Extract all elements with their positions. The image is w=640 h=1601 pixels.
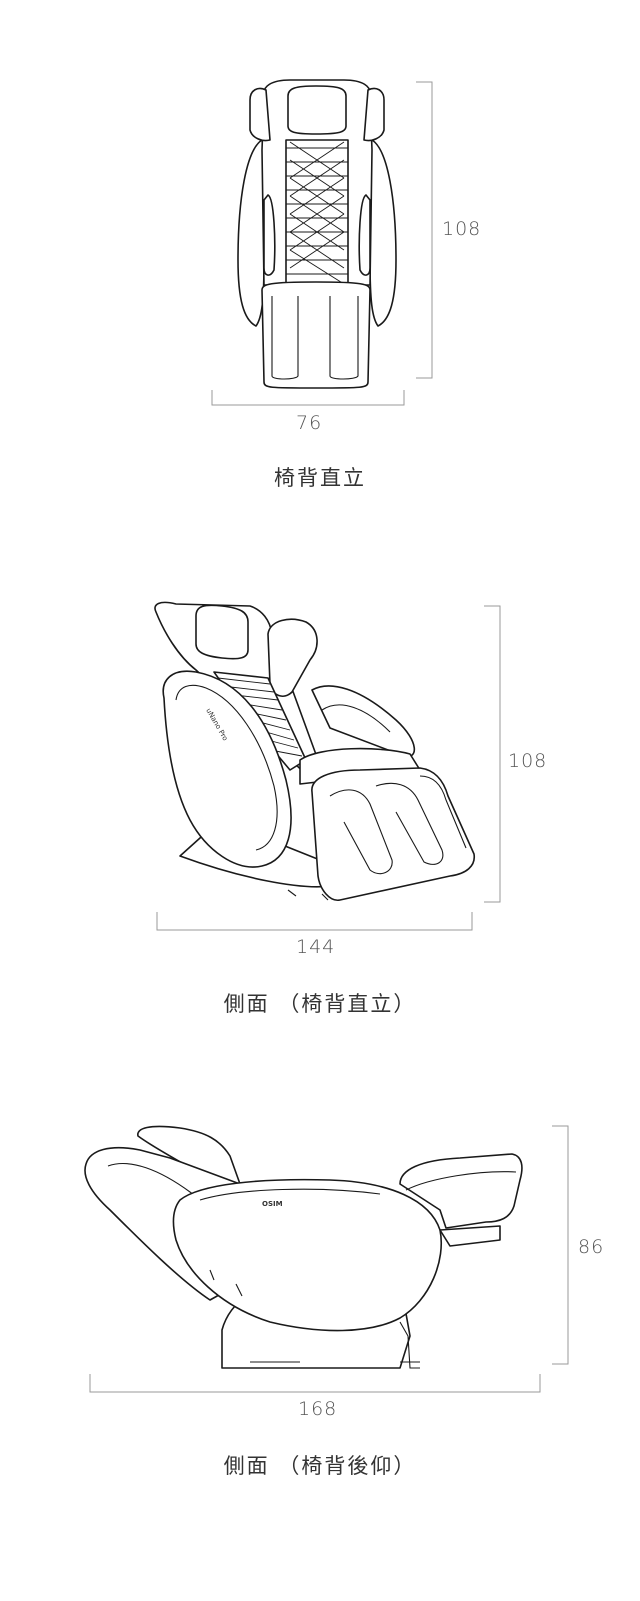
front-height-label: 108 <box>442 218 482 240</box>
side-upright-height-label: 108 <box>508 750 548 772</box>
side-upright-chair-drawing: uNano Pro <box>154 601 501 931</box>
side-reclined-dimension-lines <box>89 1125 569 1393</box>
side-upright-view: uNano Pro 108 144 側面 （椅背直立） <box>0 560 640 1040</box>
front-width-label: 76 <box>296 412 323 434</box>
reclined-brand-mark: OSIM <box>262 1200 283 1208</box>
side-upright-width-label: 144 <box>296 936 336 958</box>
front-roller-hatching <box>286 141 348 285</box>
side-reclined-width-label: 168 <box>298 1398 338 1420</box>
side-upright-dimension-lines <box>156 605 501 931</box>
side-upright-caption: 側面 （椅背直立） <box>223 992 417 1016</box>
front-view: 108 76 椅背直立 <box>0 0 640 520</box>
side-reclined-view: OSIM 86 168 側面 （椅背後仰） <box>0 1100 640 1601</box>
front-caption: 椅背直立 <box>274 466 366 490</box>
front-dimension-lines <box>211 81 433 406</box>
front-chair-drawing <box>211 79 433 406</box>
side-reclined-chair-drawing: OSIM <box>84 1125 569 1393</box>
side-reclined-height-label: 86 <box>578 1236 605 1258</box>
side-reclined-caption: 側面 （椅背後仰） <box>223 1454 417 1478</box>
